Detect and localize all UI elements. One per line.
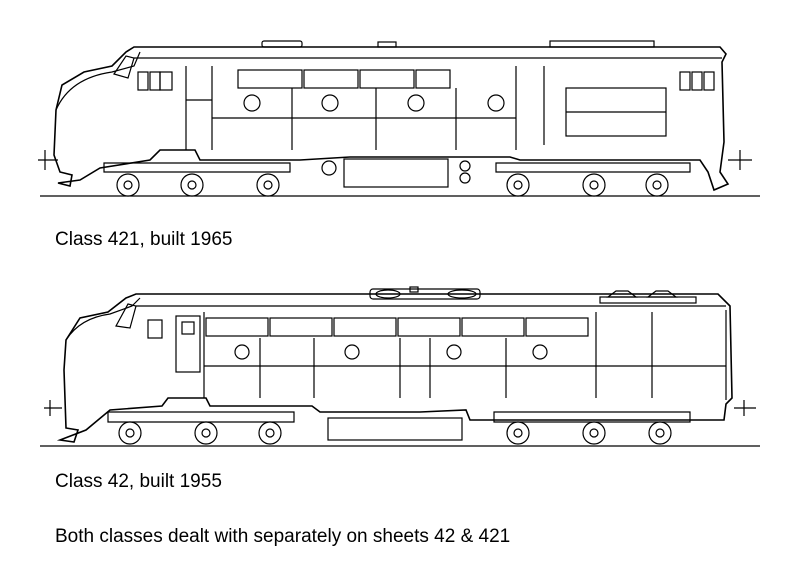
- roof-fan: [261, 40, 303, 48]
- fuel-tank: [327, 417, 463, 441]
- bogie-left: [103, 162, 291, 197]
- body-outline: [56, 293, 733, 443]
- roof-fans: [369, 286, 697, 304]
- bogie-left: [107, 411, 295, 445]
- roof-silencer: [549, 40, 655, 48]
- windscreen: [113, 55, 135, 79]
- sheet-reference-note: Both classes dealt with separately on sh…: [55, 526, 511, 547]
- portholes: [243, 94, 505, 112]
- cab-nose: [65, 297, 141, 341]
- side-grilles: [237, 69, 451, 89]
- bogie-right: [495, 162, 691, 197]
- bogie-right: [493, 411, 691, 445]
- windscreen: [115, 303, 137, 329]
- cab-side-windows: [137, 71, 715, 91]
- class-421-locomotive-drawing: [38, 40, 760, 197]
- fuel-tank: [343, 158, 449, 188]
- class-42-locomotive-drawing: [40, 286, 760, 447]
- side-windows: [205, 317, 589, 337]
- class-42-caption: Class 42, built 1955: [55, 471, 222, 492]
- body-panels: [185, 66, 545, 150]
- buffer-marks: [38, 150, 752, 170]
- roof-fitting: [377, 41, 397, 48]
- portholes: [234, 344, 548, 360]
- cab-side-window: [147, 319, 163, 339]
- cab-door: [175, 315, 201, 373]
- body-panels: [203, 310, 727, 400]
- class-421-caption: Class 421, built 1965: [55, 229, 233, 250]
- buffer-marks: [44, 400, 756, 416]
- reservoir: [321, 160, 337, 176]
- cab-nose: [55, 51, 141, 111]
